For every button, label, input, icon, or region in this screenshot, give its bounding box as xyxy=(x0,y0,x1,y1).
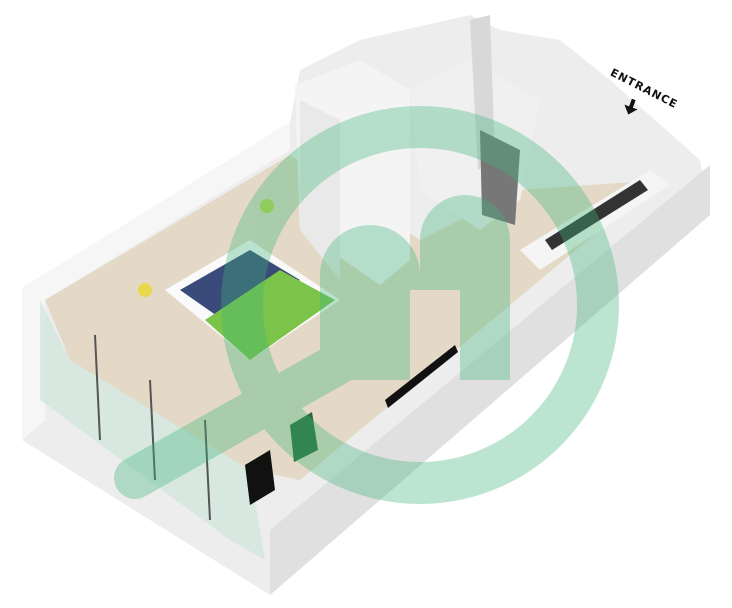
chair xyxy=(245,450,275,505)
bed-cover xyxy=(180,250,300,325)
front-wall xyxy=(270,165,710,595)
kitchen-worktop xyxy=(545,180,648,250)
balcony-post xyxy=(204,419,211,521)
watermark-logo xyxy=(114,106,619,504)
shower-panel xyxy=(470,15,495,170)
bed-blanket xyxy=(205,270,335,360)
left-wall xyxy=(22,122,290,440)
shower-floor xyxy=(480,130,520,225)
balcony-post xyxy=(149,379,156,481)
floor xyxy=(45,155,660,480)
lamp xyxy=(138,283,152,297)
tv xyxy=(385,345,458,408)
entrance-arrow-icon xyxy=(624,98,638,115)
chair xyxy=(290,412,318,462)
wardrobe-side xyxy=(300,100,340,280)
lamp xyxy=(260,199,274,213)
balcony-post xyxy=(94,334,101,441)
